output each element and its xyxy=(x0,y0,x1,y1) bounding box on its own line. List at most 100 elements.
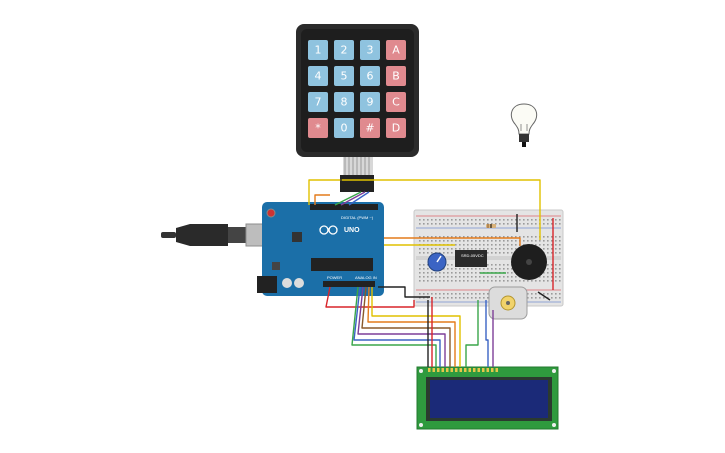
dc-motor[interactable] xyxy=(488,286,528,320)
breadboard-hole xyxy=(447,264,449,266)
breadboard-hole xyxy=(491,248,493,250)
light-bulb[interactable] xyxy=(510,103,538,147)
breadboard-hole xyxy=(439,272,441,274)
breadboard-hole xyxy=(499,252,501,254)
breadboard-hole xyxy=(535,240,537,242)
lcd-screen xyxy=(430,380,548,418)
uno-label: UNO xyxy=(344,227,360,234)
bulb-tip xyxy=(522,142,526,147)
breadboard-hole xyxy=(547,272,549,274)
keypad-key[interactable] xyxy=(386,92,406,112)
keypad-key[interactable] xyxy=(360,92,380,112)
breadboard-hole xyxy=(551,219,553,221)
breadboard-hole xyxy=(443,276,445,278)
lcd-pin xyxy=(495,368,498,372)
usb-plug-body xyxy=(176,224,228,246)
keypad-key[interactable] xyxy=(308,118,328,138)
keypad-key-label: B xyxy=(392,70,400,83)
wires xyxy=(308,178,554,367)
breadboard-hole xyxy=(479,236,481,238)
breadboard-hole xyxy=(551,240,553,242)
breadboard-hole xyxy=(427,240,429,242)
breadboard-hole xyxy=(475,240,477,242)
reset-button[interactable] xyxy=(266,208,276,218)
breadboard-hole xyxy=(551,252,553,254)
breadboard-hole xyxy=(451,293,453,295)
keypad-key[interactable] xyxy=(386,40,406,60)
keypad-key[interactable] xyxy=(334,66,354,86)
digital-label: DIGITAL (PWM ~) xyxy=(341,215,374,220)
keypad-key[interactable] xyxy=(308,92,328,112)
breadboard-hole xyxy=(539,280,541,282)
breadboard-hole xyxy=(543,236,545,238)
breadboard-hole xyxy=(555,219,557,221)
breadboard-hole xyxy=(491,276,493,278)
breadboard-hole xyxy=(487,248,489,250)
keypad-key[interactable] xyxy=(308,40,328,60)
buzzer-hole xyxy=(526,259,532,265)
breadboard-hole xyxy=(423,280,425,282)
breadboard-hole xyxy=(463,268,465,270)
breadboard-hole xyxy=(559,276,561,278)
breadboard-hole xyxy=(479,244,481,246)
breadboard-hole xyxy=(503,264,505,266)
potentiometer[interactable] xyxy=(427,252,447,272)
keypad-key-label: 4 xyxy=(315,70,322,83)
breadboard-hole xyxy=(467,280,469,282)
breadboard-hole xyxy=(431,240,433,242)
breadboard-hole xyxy=(435,276,437,278)
breadboard-hole xyxy=(419,264,421,266)
breadboard-hole xyxy=(447,268,449,270)
breadboard-hole xyxy=(423,223,425,225)
keypad-key-label: 2 xyxy=(341,44,348,57)
breadboard-hole xyxy=(463,244,465,246)
lcd-pin xyxy=(446,368,449,372)
breadboard-hole xyxy=(423,272,425,274)
breadboard-hole xyxy=(511,244,513,246)
lcd-display[interactable] xyxy=(416,366,559,430)
breadboard-hole xyxy=(451,219,453,221)
breadboard-hole xyxy=(559,223,561,225)
breadboard-hole xyxy=(459,219,461,221)
bulb-base xyxy=(519,134,529,142)
keypad-key[interactable] xyxy=(334,92,354,112)
keypad-key[interactable] xyxy=(334,118,354,138)
keypad-key[interactable] xyxy=(360,118,380,138)
relay-module[interactable]: SRD-05VDC xyxy=(455,250,487,267)
breadboard-hole xyxy=(523,280,525,282)
breadboard-hole xyxy=(499,219,501,221)
breadboard-hole xyxy=(459,244,461,246)
breadboard-hole xyxy=(451,236,453,238)
keypad-key[interactable] xyxy=(308,66,328,86)
keypad-key[interactable] xyxy=(334,40,354,60)
buzzer[interactable] xyxy=(511,244,547,280)
lcd-pins xyxy=(428,368,498,372)
breadboard-hole xyxy=(511,280,513,282)
breadboard-hole xyxy=(483,240,485,242)
breadboard-hole xyxy=(427,272,429,274)
keypad-key[interactable] xyxy=(360,40,380,60)
keypad-key[interactable] xyxy=(386,118,406,138)
breadboard-hole xyxy=(463,293,465,295)
breadboard-hole xyxy=(419,252,421,254)
keypad-key[interactable] xyxy=(360,66,380,86)
breadboard-hole xyxy=(451,268,453,270)
breadboard-hole xyxy=(495,252,497,254)
breadboard-hole xyxy=(507,252,509,254)
keypad-key-label: A xyxy=(392,44,400,57)
breadboard-hole xyxy=(451,276,453,278)
breadboard-hole xyxy=(431,252,433,254)
arduino-board[interactable]: DIGITAL (PWM ~) UNO POWER ANALOG IN xyxy=(257,202,384,296)
keypad-key[interactable] xyxy=(386,66,406,86)
breadboard-hole xyxy=(487,223,489,225)
breadboard-hole xyxy=(555,223,557,225)
breadboard-hole xyxy=(487,297,489,299)
breadboard-hole xyxy=(439,293,441,295)
breadboard-hole xyxy=(555,280,557,282)
breadboard-hole xyxy=(471,276,473,278)
breadboard-hole xyxy=(511,219,513,221)
breadboard-hole xyxy=(419,223,421,225)
usb-plug-neck xyxy=(228,227,246,243)
